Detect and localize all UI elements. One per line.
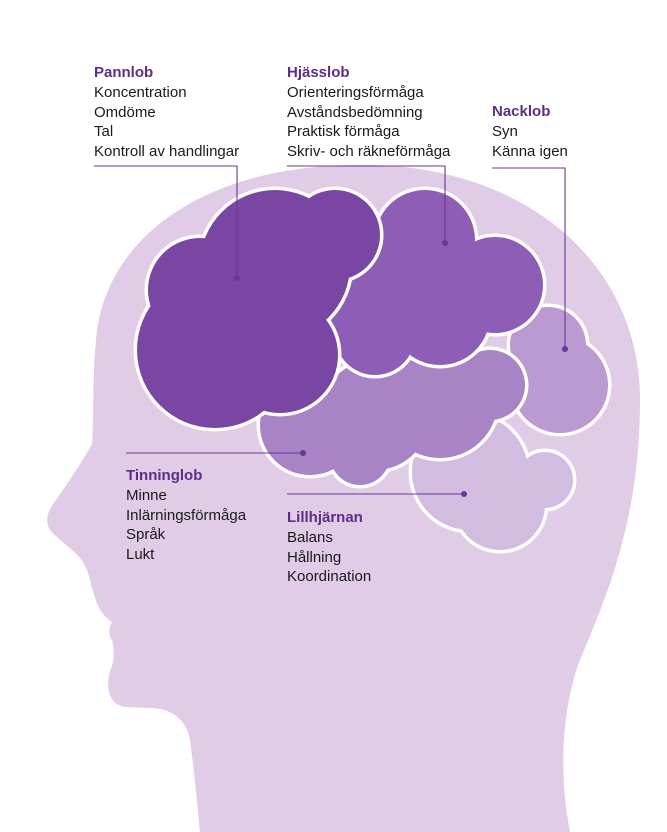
frontal-lobe-item: Tal xyxy=(94,123,114,141)
occipital-lobe-item: Syn xyxy=(492,123,518,140)
parietal-lobe-item: Skriv- och räkneförmåga xyxy=(287,142,451,160)
temporal-lobe-item: Lukt xyxy=(126,545,155,563)
parietal-lobe-title: Hjässlob xyxy=(287,64,350,81)
parietal-pointer-line xyxy=(287,165,446,242)
parietal-lobe-label: Hjässlob Orienteringsförmåga Avståndsbed… xyxy=(287,63,450,161)
cerebellum-pointer-dot xyxy=(461,491,467,497)
frontal-pointer-dot xyxy=(234,275,240,281)
parietal-lobe-item: Avståndsbedömning xyxy=(287,103,423,121)
frontal-lobe-item: Kontroll av handlingar xyxy=(94,142,240,160)
cerebellum-title: Lillhjärnan xyxy=(287,509,363,526)
frontal-pointer-line xyxy=(94,165,238,277)
temporal-lobe-title: Tinninglob xyxy=(126,467,203,484)
cerebellum-item: Hållning xyxy=(287,548,342,566)
temporal-pointer-dot xyxy=(300,450,306,456)
occipital-pointer-dot xyxy=(562,346,568,352)
frontal-lobe-label: Pannlob Koncentration Omdöme Tal Kontrol… xyxy=(94,63,239,161)
cerebellum-item: Koordination xyxy=(287,568,372,586)
parietal-pointer-dot xyxy=(442,240,448,246)
parietal-lobe-item: Praktisk förmåga xyxy=(287,123,400,141)
cerebellum-label: Lillhjärnan Balans Hållning Koordination xyxy=(287,508,371,587)
temporal-lobe-label: Tinninglob Minne Inlärningsförmåga Språk… xyxy=(126,466,246,564)
parietal-lobe-item: Orienteringsförmåga xyxy=(287,84,424,101)
occipital-pointer-line xyxy=(492,167,566,348)
frontal-lobe-item: Omdöme xyxy=(94,103,156,121)
temporal-lobe-item: Minne xyxy=(126,487,167,504)
frontal-lobe-title: Pannlob xyxy=(94,64,154,81)
occipital-lobe-item: Känna igen xyxy=(492,142,568,160)
pointer-dots xyxy=(234,240,568,497)
cerebellum-item: Balans xyxy=(287,529,333,546)
temporal-lobe-item: Inlärningsförmåga xyxy=(126,506,247,524)
temporal-lobe-item: Språk xyxy=(126,526,166,544)
frontal-lobe-item: Koncentration xyxy=(94,84,187,101)
occipital-lobe-label: Nacklob Syn Känna igen xyxy=(492,102,568,161)
occipital-lobe-title: Nacklob xyxy=(492,103,551,120)
pointer-lines xyxy=(94,165,566,495)
